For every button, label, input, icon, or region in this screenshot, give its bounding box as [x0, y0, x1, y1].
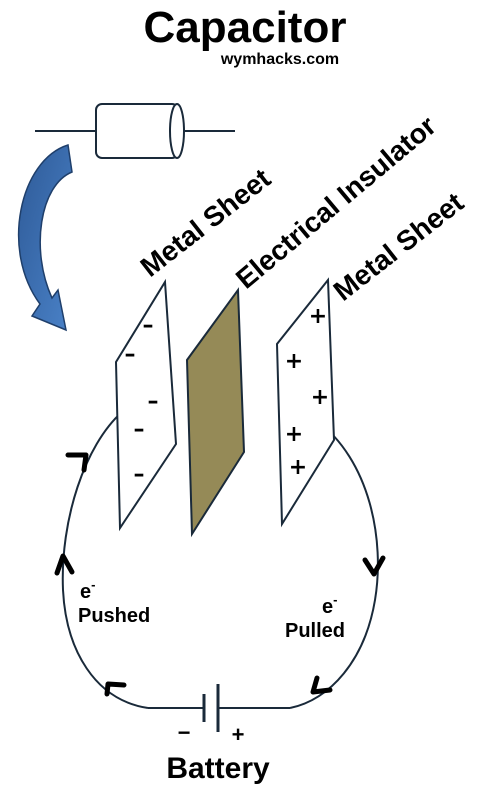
insulator-plate	[185, 287, 246, 538]
positive-charge: +	[309, 304, 327, 329]
metal-sheet-right	[275, 277, 336, 528]
insulator-label: Electrical Insulator	[230, 110, 442, 295]
metal-sheet-left	[114, 278, 178, 532]
curved-arrow-icon	[18, 144, 73, 332]
negative-charge: –	[143, 313, 154, 338]
electron-left-label: e-	[80, 577, 95, 603]
positive-charges: + + + + +	[285, 304, 329, 480]
circuit-wire-left	[61, 411, 149, 709]
negative-charge: –	[134, 417, 145, 442]
electron-right-superscript: -	[333, 592, 337, 607]
electron-right-label: e-	[322, 592, 337, 618]
direction-arrows	[54, 452, 386, 697]
arrowhead-icon	[54, 553, 75, 576]
positive-charge: +	[289, 455, 307, 480]
electron-left-superscript: -	[91, 577, 95, 592]
arrowhead-icon	[104, 681, 127, 697]
positive-charge: +	[285, 349, 303, 374]
battery-label: Battery	[166, 752, 270, 785]
battery-plus-label: +	[232, 722, 245, 747]
negative-charges: – – – – –	[125, 313, 159, 487]
negative-charge: –	[125, 342, 136, 367]
positive-charge: +	[311, 385, 329, 410]
battery-minus-label: −	[178, 720, 191, 745]
negative-charge: –	[148, 389, 159, 414]
arrowhead-icon	[310, 675, 333, 695]
negative-charge: –	[134, 462, 145, 487]
battery-symbol	[202, 684, 220, 732]
arrowhead-icon	[362, 555, 386, 577]
capacitor-symbol	[35, 103, 235, 159]
page-title: Capacitor	[144, 3, 347, 52]
pushed-label: Pushed	[78, 605, 150, 627]
positive-charge: +	[285, 422, 303, 447]
arrowhead-icon	[65, 452, 89, 473]
pulled-label: Pulled	[285, 620, 345, 642]
subtitle: wymhacks.com	[220, 51, 339, 68]
